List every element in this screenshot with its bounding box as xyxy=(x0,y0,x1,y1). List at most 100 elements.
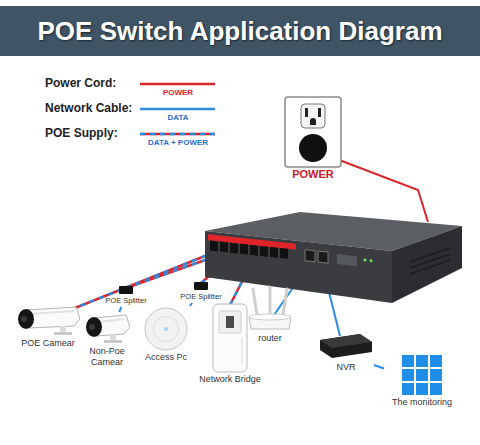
device-label: The monitoring xyxy=(382,397,462,408)
circle-shape xyxy=(164,327,168,331)
device-label: Network Bridge xyxy=(192,374,268,385)
switch-front xyxy=(205,231,392,303)
ellipse-shape xyxy=(86,317,102,337)
polygon-shape xyxy=(320,334,372,358)
ap-icon xyxy=(141,306,191,352)
device-label: POE Camear xyxy=(11,338,85,349)
line-shape xyxy=(283,289,287,315)
vent xyxy=(410,254,450,268)
led xyxy=(370,259,373,262)
uplink-port xyxy=(318,251,328,263)
rect-shape xyxy=(60,326,66,333)
rect-shape xyxy=(213,304,247,372)
rect-shape xyxy=(194,282,208,290)
rect-shape xyxy=(416,383,428,395)
rect-shape xyxy=(119,286,133,294)
device-label: router xyxy=(245,333,295,344)
rect-shape xyxy=(416,355,428,367)
switch-badge xyxy=(337,254,357,266)
rect-shape xyxy=(402,369,414,381)
polygon-shape xyxy=(320,334,372,348)
led xyxy=(364,258,367,261)
device-label: Non-Poe Camear xyxy=(85,346,129,368)
port xyxy=(260,246,268,257)
bridge-icon xyxy=(198,302,262,374)
line-caption: DATA + POWER xyxy=(148,138,208,147)
rect-shape xyxy=(110,334,116,341)
network-cable xyxy=(374,365,384,369)
polygon-shape xyxy=(26,307,80,328)
network-cable xyxy=(190,303,192,306)
switch-vents xyxy=(410,248,450,274)
poe-line-sample-dash xyxy=(140,133,215,136)
camera-icon xyxy=(14,304,82,338)
circle-shape xyxy=(299,134,327,162)
rect-shape xyxy=(219,311,241,333)
switch-ports xyxy=(208,234,373,268)
line-shape xyxy=(98,319,124,322)
camera-icon xyxy=(82,312,132,346)
port xyxy=(280,248,288,259)
line-caption: POWER xyxy=(158,88,198,97)
rect-shape xyxy=(402,355,414,367)
legend-text: Network Cable: xyxy=(45,101,132,115)
device-node: Access Pc xyxy=(141,306,191,366)
legend-text: Power Cord: xyxy=(45,76,116,90)
device-node: POE Splitter xyxy=(178,281,224,303)
rect-shape xyxy=(104,340,122,343)
port xyxy=(230,243,238,254)
device-label: Access Pc xyxy=(136,352,196,363)
rect-shape xyxy=(305,108,308,117)
rect-shape xyxy=(285,97,341,167)
grid-icon xyxy=(384,353,460,397)
device-node: NVR xyxy=(318,330,374,380)
circle-shape xyxy=(145,308,187,350)
vent xyxy=(410,260,450,274)
device-node: The monitoring xyxy=(384,353,460,411)
nvr-icon xyxy=(318,330,374,362)
device-label: POE Splitter xyxy=(100,296,152,306)
rect-shape xyxy=(54,332,72,335)
circle-shape xyxy=(153,316,178,341)
network-cable xyxy=(119,307,121,312)
device-node: POE Camear xyxy=(14,304,82,352)
line-shape xyxy=(242,338,243,364)
port xyxy=(240,244,248,255)
device-label: POWER xyxy=(283,168,343,181)
circle-shape xyxy=(21,316,27,322)
title-band: POE Switch Application Diagram xyxy=(0,6,480,56)
rect-shape xyxy=(318,108,321,117)
port xyxy=(210,241,218,252)
legend-text: POE Supply: xyxy=(45,126,118,140)
rect-shape xyxy=(402,383,414,395)
poe-line-sample-base xyxy=(140,133,215,136)
path-shape xyxy=(310,118,316,125)
port xyxy=(220,242,228,253)
device-label: NVR xyxy=(318,362,374,373)
diagram-title: POE Switch Application Diagram xyxy=(0,6,480,56)
port xyxy=(250,245,258,256)
rect-shape xyxy=(430,355,442,367)
line-caption: DATA xyxy=(158,113,198,122)
router-icon xyxy=(247,287,293,333)
rect-shape xyxy=(226,316,234,328)
vent xyxy=(410,248,450,262)
line-shape xyxy=(269,287,272,313)
line-shape xyxy=(253,289,257,315)
rect-shape xyxy=(430,383,442,395)
poe-switch xyxy=(205,212,462,303)
outlet-icon xyxy=(283,96,343,168)
rect-shape xyxy=(416,369,428,381)
port xyxy=(270,247,278,258)
ellipse-shape xyxy=(249,314,291,320)
device-label: POE Splitter xyxy=(175,292,227,302)
splitter-icon xyxy=(178,281,224,292)
switch-side xyxy=(392,226,462,303)
uplink-port xyxy=(305,250,315,262)
ellipse-shape xyxy=(18,309,34,329)
line-shape xyxy=(30,311,74,314)
circle-shape xyxy=(89,324,95,330)
device-node: POWER xyxy=(283,96,343,188)
